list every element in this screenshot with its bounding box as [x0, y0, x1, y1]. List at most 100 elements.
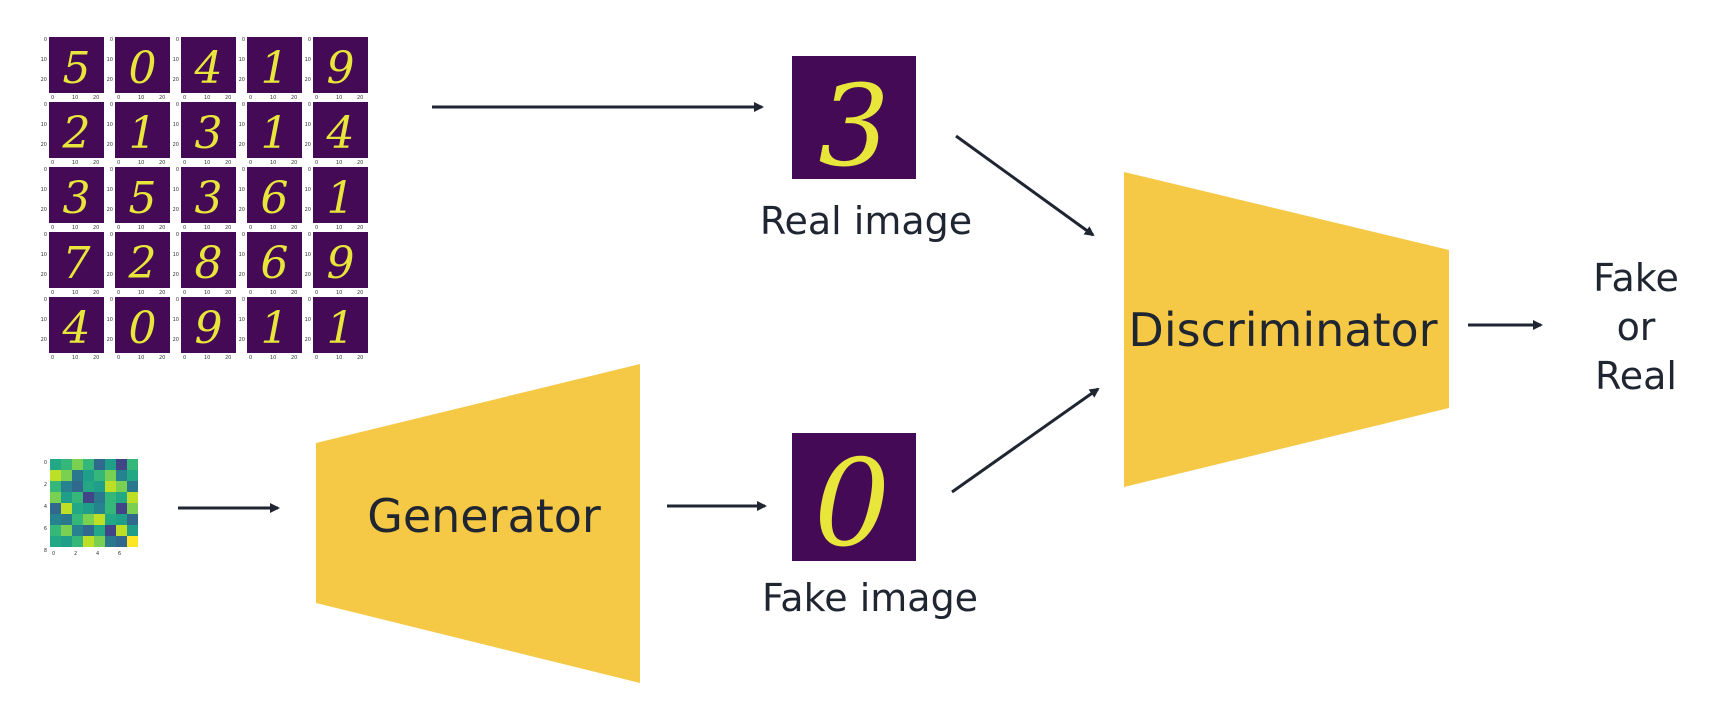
- noise-cell: [61, 536, 72, 547]
- mnist-x-tick: 20: [357, 290, 363, 296]
- mnist-y-tick: 20: [305, 142, 311, 148]
- mnist-x-tick: 10: [270, 225, 276, 231]
- mnist-y-tick: 10: [173, 57, 179, 63]
- noise-cell: [94, 459, 105, 470]
- noise-cell: [127, 470, 138, 481]
- mnist-y-tick: 10: [41, 57, 47, 63]
- fake-image-label: Fake image: [762, 576, 978, 620]
- mnist-cell: [313, 232, 368, 288]
- mnist-digit: 9: [195, 303, 223, 354]
- mnist-x-tick: 20: [291, 290, 297, 296]
- noise-y-tick: 2: [44, 482, 47, 488]
- noise-cell: [72, 492, 83, 503]
- mnist-x-tick: 20: [159, 160, 165, 166]
- mnist-digit: 5: [63, 43, 91, 94]
- noise-cell: [116, 536, 127, 547]
- noise-cell: [127, 514, 138, 525]
- mnist-digit: 4: [326, 108, 355, 159]
- mnist-cell: [115, 167, 170, 223]
- mnist-x-tick: 10: [72, 290, 78, 296]
- mnist-x-tick: 20: [357, 95, 363, 101]
- mnist-y-tick: 0: [242, 297, 245, 303]
- mnist-cell: [247, 167, 302, 223]
- mnist-x-tick: 20: [93, 95, 99, 101]
- mnist-x-tick: 0: [315, 160, 318, 166]
- mnist-y-tick: 0: [242, 102, 245, 108]
- noise-cell: [50, 492, 61, 503]
- noise-cell: [105, 514, 116, 525]
- mnist-x-tick: 0: [315, 225, 318, 231]
- mnist-x-tick: 0: [183, 290, 186, 296]
- mnist-y-tick: 0: [176, 102, 179, 108]
- mnist-cell: [247, 232, 302, 288]
- mnist-y-tick: 0: [308, 232, 311, 238]
- noise-cell: [83, 459, 94, 470]
- mnist-x-tick: 20: [93, 160, 99, 166]
- mnist-y-tick: 20: [107, 77, 113, 83]
- mnist-digit: 2: [128, 238, 157, 289]
- mnist-y-tick: 0: [110, 297, 113, 303]
- noise-cell: [94, 492, 105, 503]
- mnist-y-tick: 0: [110, 37, 113, 43]
- mnist-y-tick: 20: [107, 272, 113, 278]
- output-label-fake: Fake: [1593, 256, 1679, 300]
- noise-cell: [83, 525, 94, 536]
- mnist-y-tick: 0: [242, 232, 245, 238]
- noise-cell: [83, 503, 94, 514]
- mnist-x-tick: 20: [159, 290, 165, 296]
- noise-cell: [116, 470, 127, 481]
- mnist-digit: 1: [129, 108, 157, 159]
- mnist-digit: 3: [195, 173, 223, 224]
- mnist-digit: 4: [194, 43, 223, 94]
- mnist-x-tick: 0: [249, 225, 252, 231]
- mnist-y-tick: 20: [107, 142, 113, 148]
- mnist-x-tick: 20: [159, 355, 165, 361]
- noise-cell: [61, 525, 72, 536]
- mnist-cell: [313, 37, 368, 93]
- mnist-y-tick: 20: [41, 207, 47, 213]
- mnist-x-tick: 0: [315, 95, 318, 101]
- mnist-y-tick: 10: [173, 317, 179, 323]
- mnist-y-tick: 10: [239, 187, 245, 193]
- mnist-x-tick: 0: [51, 355, 54, 361]
- mnist-digit: 1: [261, 303, 289, 354]
- mnist-y-tick: 0: [308, 297, 311, 303]
- noise-cell: [50, 536, 61, 547]
- mnist-x-tick: 20: [93, 290, 99, 296]
- mnist-x-tick: 20: [225, 160, 231, 166]
- mnist-cell: [313, 102, 368, 158]
- noise-cell: [61, 492, 72, 503]
- mnist-y-tick: 10: [107, 187, 113, 193]
- generator-label: Generator: [367, 489, 601, 543]
- mnist-y-tick: 10: [305, 317, 311, 323]
- noise-cell: [72, 503, 83, 514]
- mnist-x-tick: 10: [138, 290, 144, 296]
- mnist-x-tick: 10: [72, 160, 78, 166]
- noise-cell: [127, 503, 138, 514]
- mnist-cell: [49, 102, 104, 158]
- mnist-digit: 3: [63, 173, 91, 224]
- mnist-digit: 1: [261, 43, 289, 94]
- noise-cell: [61, 459, 72, 470]
- noise-cell: [83, 492, 94, 503]
- mnist-y-tick: 0: [110, 167, 113, 173]
- output-label-or: or: [1617, 305, 1656, 349]
- noise-cell: [94, 481, 105, 492]
- mnist-x-tick: 20: [93, 225, 99, 231]
- mnist-y-tick: 0: [44, 167, 47, 173]
- arrow-real-to-discriminator: [955, 134, 1095, 237]
- arrow-fake-to-discriminator: [951, 387, 1100, 494]
- mnist-cell: [49, 37, 104, 93]
- mnist-x-tick: 0: [183, 355, 186, 361]
- mnist-x-tick: 10: [336, 290, 342, 296]
- mnist-y-tick: 10: [41, 317, 47, 323]
- mnist-x-tick: 10: [336, 225, 342, 231]
- mnist-y-tick: 0: [176, 37, 179, 43]
- noise-y-tick: 6: [44, 526, 47, 532]
- mnist-digit: 0: [129, 43, 157, 94]
- generator-block: [316, 364, 640, 683]
- mnist-x-tick: 10: [270, 290, 276, 296]
- mnist-digit: 1: [327, 303, 355, 354]
- noise-cell: [94, 470, 105, 481]
